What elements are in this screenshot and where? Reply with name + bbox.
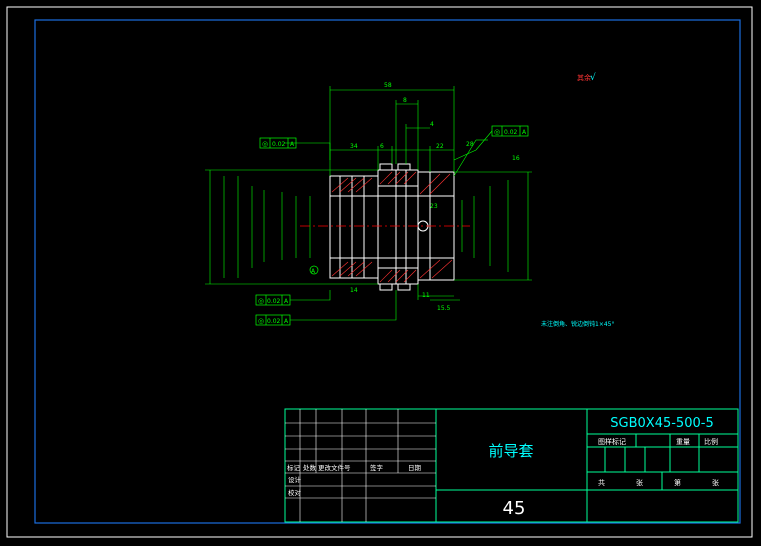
svg-text:0.02: 0.02: [267, 298, 281, 305]
svg-text:张: 张: [712, 478, 719, 487]
roughness-mark-general: 其余 √: [577, 72, 596, 83]
svg-text:14: 14: [350, 287, 358, 294]
title-block-header-cells: 图样标记 重量 比例: [598, 437, 718, 446]
outer-frame: [6, 6, 753, 538]
part-geometry: [329, 163, 455, 291]
svg-text:A: A: [311, 268, 316, 275]
gdt-frame-top-left: ◎ 0.02 A: [259, 137, 297, 149]
gdt-frame-bottom-1: ◎ 0.02 A: [255, 294, 291, 306]
title-block-left-grid: [285, 409, 436, 522]
svg-text:◎: ◎: [258, 317, 264, 325]
svg-text:A: A: [284, 298, 289, 305]
svg-text:第: 第: [674, 478, 681, 487]
svg-text:日期: 日期: [408, 464, 422, 472]
svg-text:设计: 设计: [288, 475, 302, 484]
svg-text:共: 共: [598, 478, 605, 487]
title-block-bottom-cells: 共 张 第 张: [598, 478, 719, 487]
svg-text:11: 11: [422, 292, 430, 299]
svg-text:◎: ◎: [262, 140, 268, 148]
svg-text:其余: 其余: [577, 73, 591, 82]
part-name: 前导套: [488, 442, 533, 460]
gdt-frame-top-right: ◎ 0.02 A: [491, 125, 529, 137]
title-block: [284, 408, 739, 523]
dimension-lines: [205, 86, 532, 321]
svg-text:标记: 标记: [287, 463, 301, 472]
svg-text:重量: 重量: [676, 438, 690, 446]
svg-text:22: 22: [436, 143, 444, 150]
svg-text:图样标记: 图样标记: [598, 437, 626, 446]
svg-text:A: A: [522, 129, 527, 136]
svg-text:8: 8: [403, 97, 407, 104]
svg-text:更改文件号: 更改文件号: [318, 463, 351, 472]
svg-text:签字: 签字: [370, 463, 384, 472]
svg-text:张: 张: [636, 478, 643, 487]
revision-labels: 标记 处数 更改文件号 签字 日期: [287, 463, 422, 472]
material: 45: [503, 498, 526, 519]
svg-text:0.02: 0.02: [267, 318, 281, 325]
svg-text:◎: ◎: [494, 128, 500, 136]
svg-text:◎: ◎: [258, 297, 264, 305]
svg-text:√: √: [590, 72, 596, 83]
drawing-number: SGB0X45-500-5: [610, 416, 713, 431]
svg-text:A: A: [290, 141, 295, 148]
svg-text:23: 23: [430, 203, 438, 210]
svg-text:34: 34: [350, 143, 358, 150]
svg-text:比例: 比例: [704, 437, 718, 446]
svg-text:58: 58: [384, 82, 392, 89]
svg-text:6: 6: [380, 143, 384, 150]
svg-text:处数: 处数: [303, 463, 317, 472]
technical-note: 未注倒角、锐边倒钝1×45°: [541, 320, 614, 328]
gdt-frame-bottom-2: ◎ 0.02 A: [255, 314, 291, 326]
inner-frame: [34, 19, 741, 524]
svg-text:16: 16: [512, 155, 520, 162]
dimension-texts: 58 8 4 34 6 22 28 16 14 11 15.5 23: [350, 82, 520, 312]
sign-labels: 设计 校对: [288, 475, 302, 497]
svg-text:0.02: 0.02: [272, 141, 286, 148]
svg-text:0.02: 0.02: [504, 129, 518, 136]
svg-text:28: 28: [466, 141, 474, 148]
svg-text:15.5: 15.5: [437, 305, 451, 312]
svg-text:A: A: [284, 318, 289, 325]
svg-text:校对: 校对: [288, 488, 302, 497]
datum-symbol: A: [309, 265, 319, 275]
section-hatching: [331, 171, 453, 283]
svg-text:4: 4: [430, 121, 434, 128]
